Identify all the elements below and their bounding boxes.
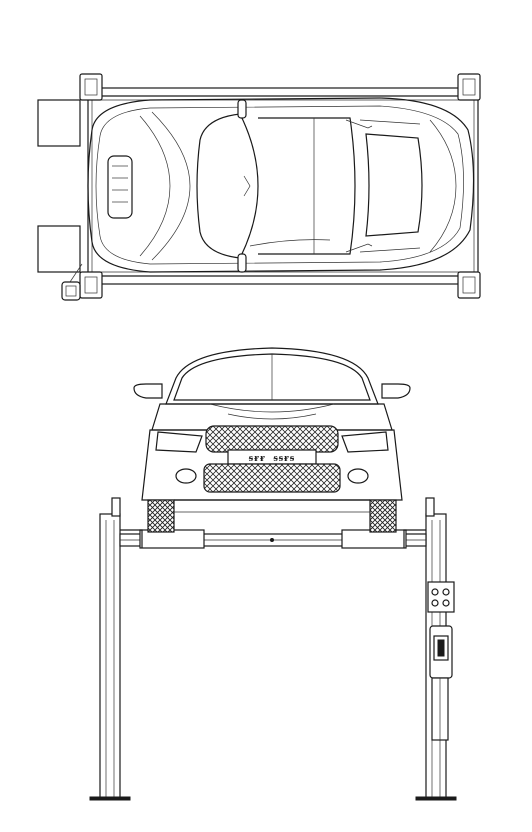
- license-plate: ᵴᵲᵲ ᵴᵴᵲᵴ: [227, 449, 317, 465]
- power-unit: [61, 263, 83, 301]
- mirror-right: [237, 253, 247, 273]
- side-mirror-right: [381, 383, 411, 399]
- ramp-top: [37, 99, 81, 147]
- rear-window: [365, 133, 423, 237]
- fog-light-left: [175, 468, 197, 484]
- plate-text: ᵴᵲᵲ ᵴᵴᵲᵴ: [249, 451, 295, 464]
- corner-post-bl: [79, 271, 103, 299]
- headlight-left: [155, 431, 203, 453]
- upper-grille: [205, 425, 339, 453]
- lower-grille: [203, 463, 341, 493]
- car-top: [87, 97, 475, 273]
- front-view: ᵴᵲᵲ ᵴᵴᵲᵴ: [89, 347, 457, 801]
- cross-beam: [119, 529, 427, 549]
- fog-light-right: [347, 468, 369, 484]
- windshield: [196, 113, 259, 259]
- tire-right: [369, 499, 397, 533]
- tire-left: [147, 499, 175, 533]
- corner-post-tl: [79, 73, 103, 101]
- side-mirror-left: [133, 383, 163, 399]
- lift-post-left: [89, 497, 131, 801]
- mirror-left: [237, 99, 247, 119]
- headlight-right: [341, 431, 389, 453]
- control-box: [427, 581, 455, 613]
- ramp-bottom: [37, 225, 81, 273]
- corner-post-br: [457, 271, 481, 299]
- car-front: ᵴᵲᵲ ᵴᵴᵲᵴ: [133, 347, 411, 533]
- hood-vent: [107, 155, 133, 219]
- top-view: [37, 73, 481, 301]
- corner-post-tr: [457, 73, 481, 101]
- power-unit-front: [429, 625, 453, 741]
